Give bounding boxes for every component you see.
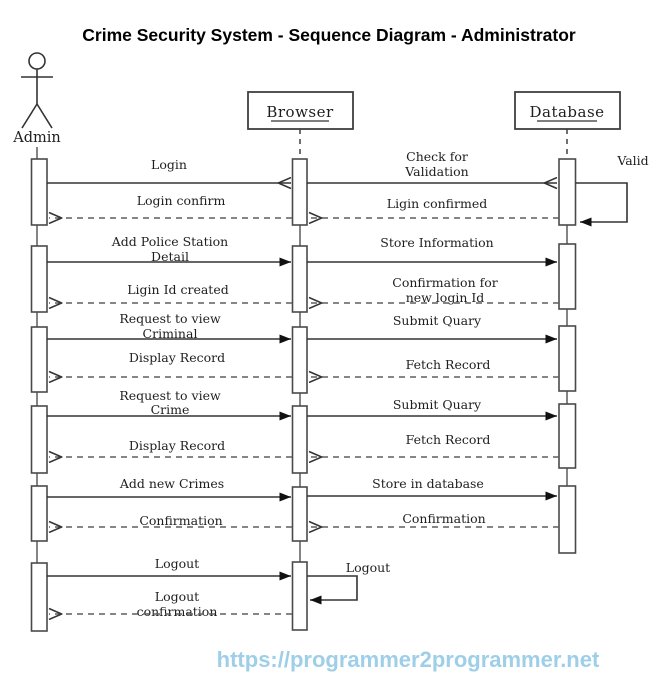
msg-fetch-record-1: Fetch Record bbox=[406, 357, 491, 372]
browser-label: Browser bbox=[266, 103, 334, 121]
activation-browser-1 bbox=[291, 158, 308, 226]
msg-check-for: Check for bbox=[406, 149, 468, 164]
browser-box bbox=[247, 91, 354, 130]
activation-browser-5 bbox=[291, 486, 308, 542]
msg-valid: Valid bbox=[616, 153, 648, 168]
activation-browser-3 bbox=[291, 326, 308, 394]
msg-ligin-confirmed: Ligin confirmed bbox=[387, 196, 487, 211]
msg-new-login-id: new login Id bbox=[406, 290, 485, 305]
msg-display-record-2: Display Record bbox=[129, 438, 225, 453]
msg-request-view-1: Request to view bbox=[119, 311, 221, 326]
activation-browser-2 bbox=[291, 245, 308, 313]
msg-detail: Detail bbox=[151, 249, 189, 264]
msg-display-record-1: Display Record bbox=[129, 350, 225, 365]
activation-database-1 bbox=[558, 158, 577, 226]
msg-logout-confirmation-2: confirmation bbox=[137, 604, 218, 619]
activation-database-4 bbox=[558, 403, 577, 469]
msg-logout-confirmation-1: Logout bbox=[155, 589, 199, 604]
database-label: Database bbox=[529, 103, 604, 121]
msg-request-view-2: Request to view bbox=[119, 388, 221, 403]
msg-store-information: Store Information bbox=[380, 235, 493, 250]
activation-browser-6 bbox=[291, 561, 308, 631]
msg-store-in-database: Store in database bbox=[372, 476, 484, 491]
activation-admin-5 bbox=[30, 485, 48, 542]
msg-fetch-record-2: Fetch Record bbox=[406, 432, 491, 447]
msg-confirmation-admin: Confirmation bbox=[139, 513, 222, 528]
msg-add-new-crimes: Add new Crimes bbox=[119, 476, 224, 491]
activation-database-5 bbox=[558, 485, 577, 554]
msg-confirmation-db: Confirmation bbox=[402, 511, 485, 526]
msg-add-police-station: Add Police Station bbox=[111, 234, 228, 249]
actor-leg-right bbox=[36, 103, 53, 129]
msg-crime: Crime bbox=[151, 402, 190, 417]
watermark-link[interactable]: https://programmer2programmer.net bbox=[217, 647, 600, 672]
activation-admin-1 bbox=[30, 158, 48, 226]
arrow-logout-self bbox=[307, 575, 358, 605]
activation-database-2 bbox=[558, 243, 577, 310]
msg-login: Login bbox=[151, 157, 187, 172]
activation-admin-2 bbox=[30, 245, 48, 313]
msg-logout-self: Logout bbox=[346, 560, 390, 575]
database-box bbox=[514, 91, 621, 130]
msg-submit-quary-1: Submit Quary bbox=[393, 313, 482, 328]
activation-admin-4 bbox=[30, 405, 48, 474]
msg-ligin-id-created: Ligin Id created bbox=[127, 282, 228, 297]
activation-admin-6 bbox=[30, 562, 48, 632]
activation-admin-3 bbox=[30, 326, 48, 393]
msg-confirmation-for: Confirmation for bbox=[392, 275, 497, 290]
msg-submit-quary-2: Submit Quary bbox=[393, 397, 482, 412]
msg-validation: Validation bbox=[404, 164, 468, 179]
participant-database: Database bbox=[514, 91, 621, 130]
actor-admin-label: Admin bbox=[12, 130, 60, 146]
page-title: Crime Security System - Sequence Diagram… bbox=[82, 25, 576, 45]
activation-database-3 bbox=[558, 325, 577, 392]
msg-login-confirm: Login confirm bbox=[137, 193, 226, 208]
actor-head-icon bbox=[28, 52, 46, 70]
participant-browser: Browser bbox=[247, 91, 354, 130]
actor-admin: Admin bbox=[12, 52, 61, 146]
actor-leg-left bbox=[21, 103, 38, 129]
activation-browser-4 bbox=[291, 405, 308, 474]
msg-logout: Logout bbox=[155, 556, 199, 571]
arrow-valid-self bbox=[575, 182, 628, 227]
msg-criminal: Criminal bbox=[143, 326, 198, 341]
